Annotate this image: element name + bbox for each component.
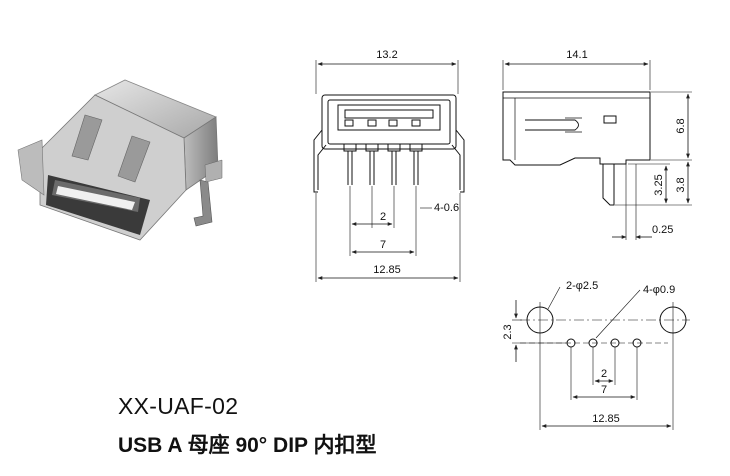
front-pitch-label: 2 (380, 211, 386, 223)
front-bottom-width-label: 12.85 (373, 264, 401, 276)
side-view (502, 60, 692, 240)
pcb-small-holes-label: 4-φ0.9 (643, 284, 675, 296)
front-span-label: 7 (380, 239, 386, 251)
side-pin-offset-label: 3.25 (653, 174, 665, 195)
pcb-layout-view (512, 286, 690, 430)
pcb-pitch-label: 2 (601, 368, 607, 380)
side-height-label: 6.8 (675, 118, 687, 133)
pcb-hole-span-label: 12.85 (592, 413, 620, 425)
front-pin-spec-label: 4-0.6 (434, 202, 459, 214)
front-view (313, 60, 465, 282)
side-thickness-label: 0.25 (652, 224, 673, 236)
part-number: XX-UAF-02 (118, 393, 239, 419)
pcb-large-holes-label: 2-φ2.5 (566, 280, 598, 292)
front-width-label: 13.2 (376, 49, 397, 61)
side-length-label: 14.1 (566, 49, 587, 61)
pcb-offset-label: 2.3 (502, 324, 514, 339)
part-description: USB A 母座 90° DIP 内扣型 (118, 434, 377, 457)
connector-3d-illustration (17, 79, 223, 241)
side-pin-length-label: 3.8 (675, 177, 687, 192)
pcb-span-label: 7 (601, 384, 607, 396)
